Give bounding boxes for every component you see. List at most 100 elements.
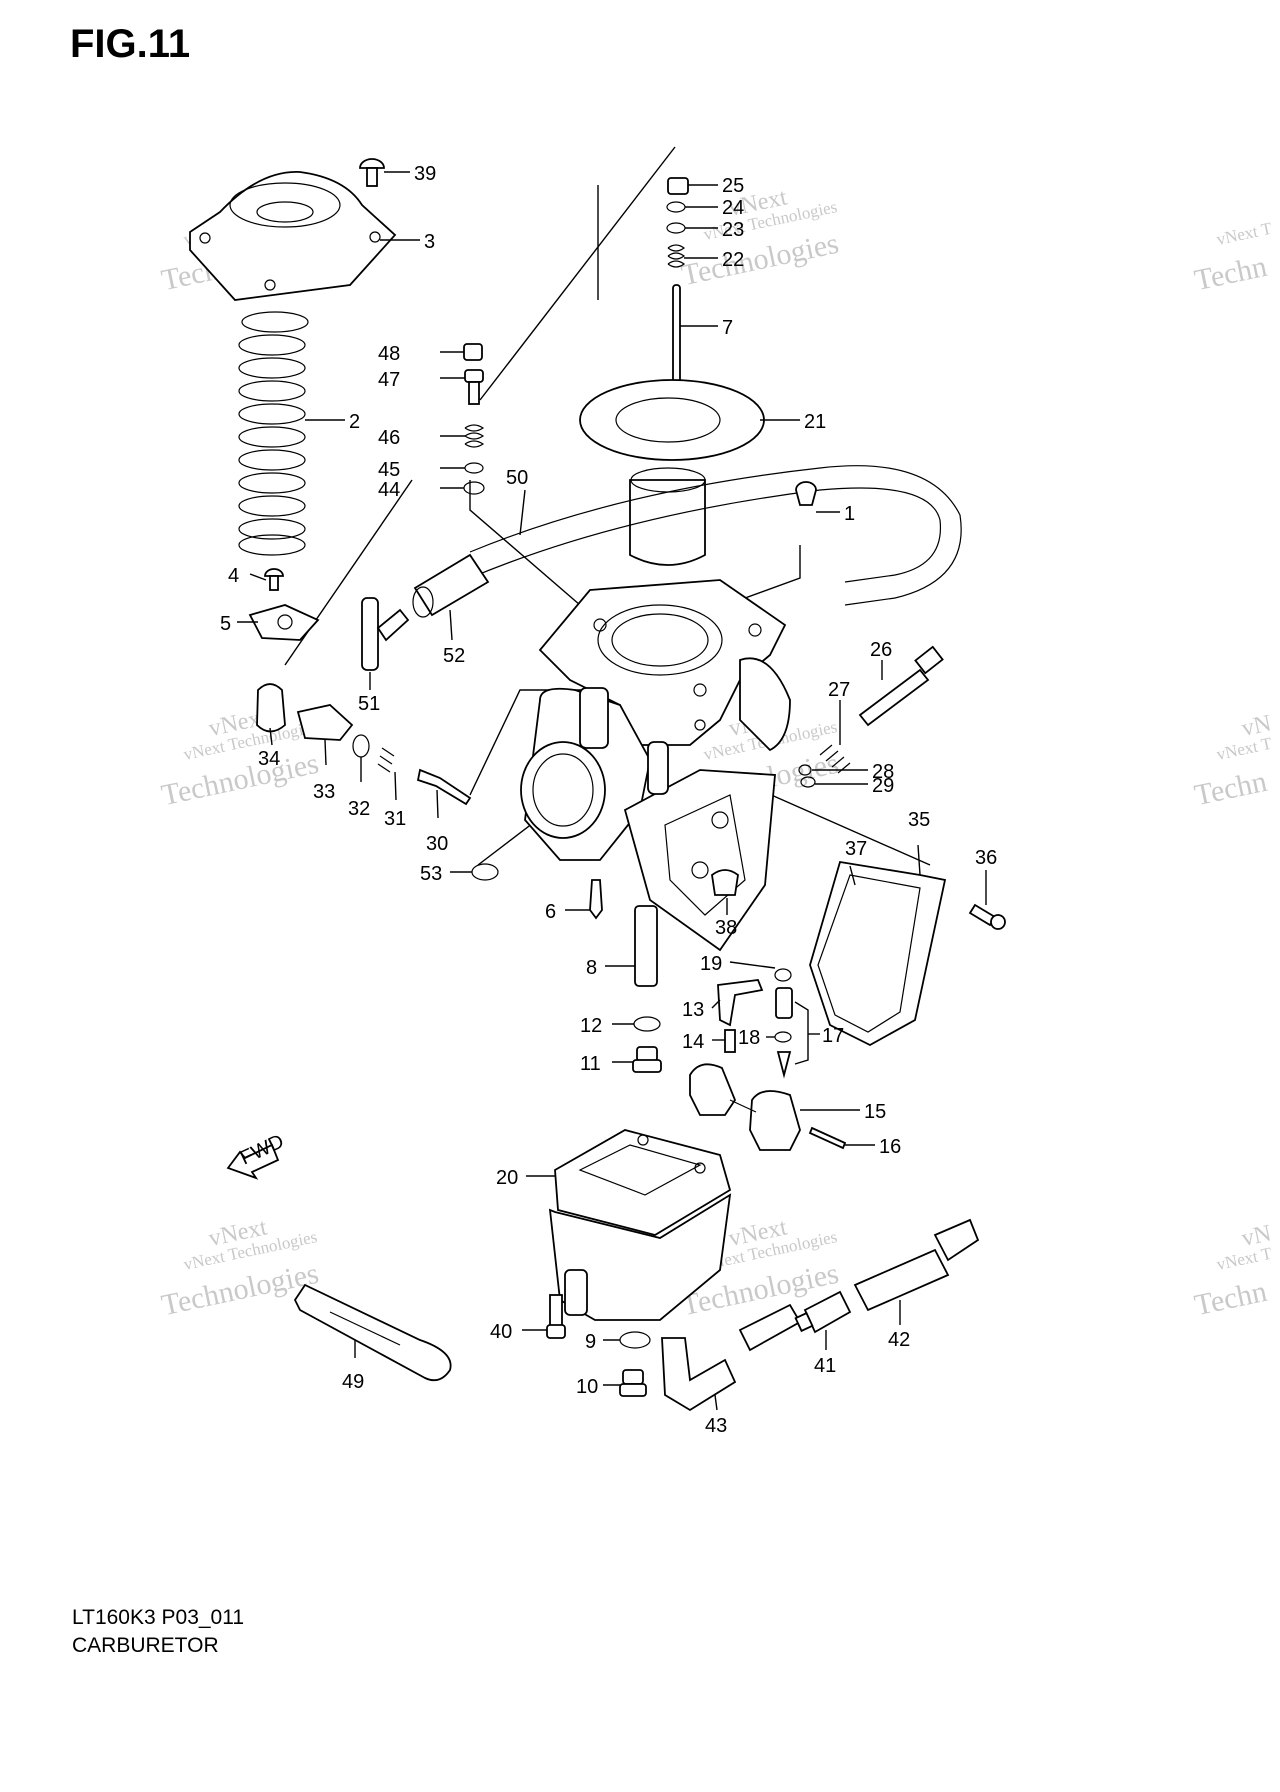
part-42-hose-fitting: [853, 1218, 980, 1312]
callout-26: 26: [870, 639, 892, 661]
part-53-o-ring: [471, 863, 499, 881]
callout-22: 22: [722, 249, 744, 271]
callout-24: 24: [722, 197, 744, 219]
callout-39: 39: [414, 163, 436, 185]
callout-34: 34: [258, 748, 280, 770]
model-code: LT160K3 P03_011: [72, 1606, 245, 1629]
watermark-text: vNext T: [1215, 734, 1274, 764]
part-50-hose: [469, 465, 962, 606]
part-37-gasket: [817, 874, 921, 1033]
part-49-bracket: [293, 1283, 452, 1382]
callout-38: 38: [715, 917, 737, 939]
callout-50: 50: [506, 467, 528, 489]
part-52-hose-end: [412, 553, 490, 618]
callout-49: 49: [342, 1371, 364, 1393]
part-10-drain-plug: [619, 1369, 647, 1397]
part-9-washer: [619, 1331, 651, 1349]
part-17-needle-valve-assembly: [775, 987, 793, 1079]
callout-10: 10: [576, 1376, 598, 1398]
part-15-float: [689, 1063, 801, 1151]
part-14-screw: [724, 1029, 736, 1053]
part-35-cover: [809, 860, 947, 1047]
callout-33: 33: [313, 781, 335, 803]
callout-15: 15: [864, 1101, 886, 1123]
watermark-text: Techn: [1192, 250, 1270, 297]
callout-44: 44: [378, 479, 400, 501]
callout-32: 32: [348, 798, 370, 820]
part-12-washer: [633, 1016, 661, 1032]
part-48-cap: [463, 343, 483, 361]
watermark-text: vNext T: [1215, 219, 1274, 249]
part-19-clip: [774, 968, 792, 982]
callout-11: 11: [580, 1053, 601, 1075]
part-20-float-chamber: [548, 1129, 732, 1321]
callout-30: 30: [426, 833, 448, 855]
callout-40: 40: [490, 1321, 512, 1343]
part-36-screw: [968, 903, 1006, 930]
part-27-spring: [819, 744, 851, 774]
watermark-text: vN: [1239, 1220, 1273, 1252]
callout-53: 53: [420, 863, 442, 885]
callout-9: 9: [585, 1331, 596, 1353]
callout-7: 7: [722, 317, 733, 339]
callout-19: 19: [700, 953, 722, 975]
callout-2: 2: [349, 411, 360, 433]
callout-1: 1: [844, 503, 855, 525]
callout-13: 13: [682, 999, 704, 1021]
callout-group: 39 3 2 4 5 25 24 23 22 7 21 48 47 46 45 …: [220, 163, 997, 1437]
watermark-text: Techn: [1192, 1275, 1270, 1322]
callout-41: 41: [814, 1355, 836, 1377]
fwd-direction-arrow: FWD: [226, 1130, 287, 1180]
part-41-fitting: [794, 1290, 852, 1334]
watermark-text: Techn: [1192, 765, 1270, 812]
callout-21: 21: [804, 411, 826, 433]
part-21-diaphragm-piston: [579, 379, 765, 566]
part-29-o-ring: [800, 776, 816, 788]
callout-25: 25: [722, 175, 744, 197]
part-47-screw: [464, 369, 484, 405]
callout-48: 48: [378, 343, 400, 365]
watermark-text: Technologies: [159, 1257, 322, 1322]
callout-23: 23: [722, 219, 744, 241]
watermark-text: Technologies: [159, 747, 322, 812]
part-38-cap: [711, 869, 739, 896]
callout-51: 51: [358, 693, 380, 715]
part-5-retainer: [248, 604, 320, 641]
watermark-text: Technologies: [679, 227, 842, 292]
part-34-cap: [256, 683, 286, 733]
watermark-group: vNext Technologies Technologies vNext vN…: [159, 184, 1275, 1322]
part-23-washer: [666, 222, 686, 234]
callout-43: 43: [705, 1415, 727, 1437]
callout-3: 3: [424, 231, 435, 253]
carburetor-body: [520, 579, 791, 952]
part-25-nut: [667, 177, 689, 195]
part-31-spring: [377, 747, 395, 773]
callout-47: 47: [378, 369, 400, 391]
part-40-screw: [546, 1294, 566, 1339]
callout-37: 37: [845, 838, 867, 860]
callout-36: 36: [975, 847, 997, 869]
part-8-needle-jet: [634, 905, 658, 987]
callout-27: 27: [828, 679, 850, 701]
assembly-name: CARBURETOR: [72, 1634, 219, 1652]
callout-28: 28: [872, 761, 894, 783]
callout-14: 14: [682, 1031, 704, 1053]
callout-5: 5: [220, 613, 231, 635]
watermark-text: vN: [1239, 710, 1273, 742]
callout-8: 8: [586, 957, 597, 979]
callout-18: 18: [738, 1027, 760, 1049]
part-33-fitting: [296, 704, 354, 741]
part-13-float-arm: [717, 979, 764, 1027]
part-28-washer: [798, 764, 812, 776]
part-30-pilot-screw: [416, 768, 472, 806]
part-1-plug: [795, 481, 817, 506]
part-46-spring: [464, 424, 485, 448]
part-32-o-ring: [352, 734, 370, 758]
part-2-spring: [238, 311, 309, 556]
callout-46: 46: [378, 427, 400, 449]
callout-29: 29: [872, 775, 894, 797]
callout-31: 31: [384, 808, 406, 830]
callout-17: 17: [822, 1025, 844, 1047]
callout-35: 35: [908, 809, 930, 831]
callout-42: 42: [888, 1329, 910, 1351]
